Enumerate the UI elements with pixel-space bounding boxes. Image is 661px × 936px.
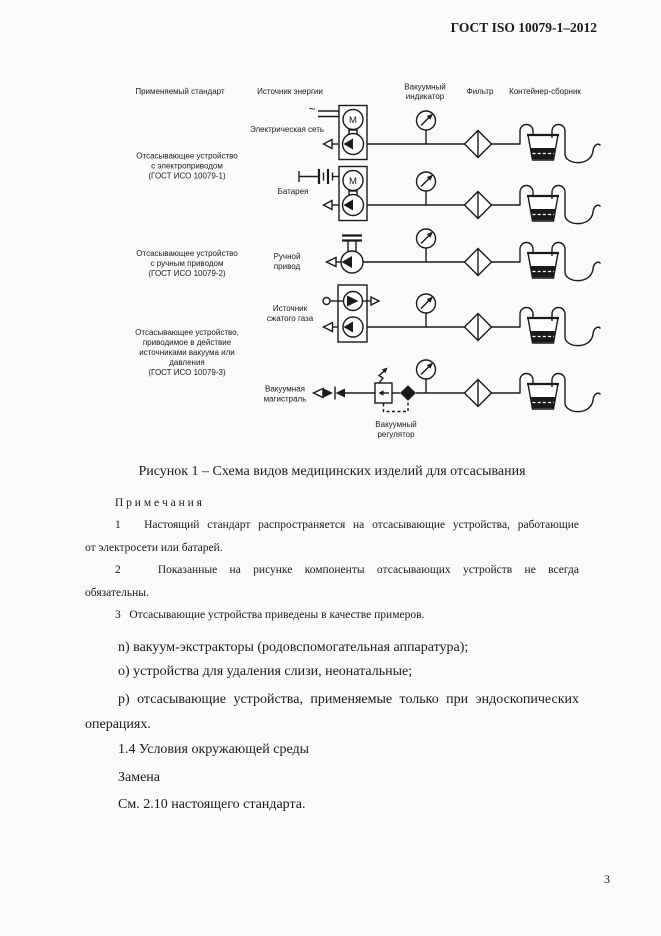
standard-manual-line2: с ручным приводом: [151, 259, 224, 268]
row-battery: Батарея: [278, 165, 602, 225]
doc-number: ГОСТ ISO 10079-1–2012: [450, 20, 597, 35]
label-electric-mains: Электрическая сеть: [250, 125, 324, 134]
page-number: 3: [604, 872, 610, 886]
row-compressed-gas: Источник сжатого газа: [267, 284, 602, 347]
figure-diagram: M Применяемый стандарт Источник энергии …: [135, 83, 602, 439]
section-heading-1-4: 1.4 Условия окружающей среды: [118, 742, 310, 757]
standard-electric-line2: с электроприводом: [151, 162, 223, 171]
standard-gas-line5: (ГОСТ ИСО 10079-3): [148, 368, 226, 377]
list-item-p-line-1: р) отсасывающие устройства, применяемые …: [118, 692, 579, 707]
label-vacuum-line-2: магистраль: [264, 395, 307, 404]
label-gas-source-2: сжатого газа: [267, 314, 314, 323]
label-manual-drive-2: привод: [274, 262, 301, 271]
row-electric-mains: ~ Электрическая сеть: [250, 102, 602, 164]
label-manual-drive-1: Ручной: [274, 252, 301, 261]
standard-manual-line1: Отсасывающее устройство: [136, 249, 238, 258]
column-header-filter: Фильтр: [467, 87, 494, 96]
standard-label-manual: Отсасывающее устройство с ручным приводо…: [136, 249, 238, 278]
see-reference: См. 2.10 настоящего стандарта.: [118, 797, 306, 812]
label-battery: Батарея: [278, 187, 309, 196]
column-headers: Применяемый стандарт Источник энергии Ва…: [135, 83, 581, 102]
column-header-vacuum-indicator-2: индикатор: [406, 92, 445, 101]
figure-caption: Рисунок 1 – Схема видов медицинских изде…: [138, 464, 526, 479]
label-vacuum-line-1: Вакуумная: [265, 385, 305, 394]
replace-label: Замена: [118, 770, 161, 785]
column-header-standard: Применяемый стандарт: [135, 87, 225, 96]
note-1-line-1: 1 Настоящий стандарт распространяется на…: [115, 519, 579, 531]
standard-gas-line2: приводимое в действие: [143, 338, 232, 347]
ac-symbol: ~: [308, 102, 315, 116]
column-header-container: Контейнер-сборник: [509, 87, 581, 96]
standard-electric-line1: Отсасывающее устройство: [136, 152, 238, 161]
column-header-vacuum-indicator-1: Вакуумный: [404, 83, 445, 92]
standard-manual-line3: (ГОСТ ИСО 10079-2): [148, 269, 226, 278]
note-1-line-2: от электросети или батарей.: [85, 542, 223, 554]
note-2-line-1: 2 Показанные на рисунке компоненты отсас…: [115, 564, 579, 576]
row-vacuum-line: Вакуумная магистраль Вакуумный регулятор: [264, 359, 602, 439]
standard-label-electric: Отсасывающее устройство с электроприводо…: [136, 152, 238, 181]
label-gas-source-1: Источник: [273, 304, 308, 313]
column-header-energy: Источник энергии: [257, 87, 323, 96]
label-vacuum-regulator-2: регулятор: [377, 430, 415, 439]
standard-gas-line4: давления: [169, 358, 205, 367]
list-item-n: n) вакуум-экстракторы (родовспомогательн…: [118, 640, 469, 655]
label-vacuum-regulator-1: Вакуумный: [375, 420, 416, 429]
note-2-line-2: обязательны.: [85, 587, 149, 599]
note-3: 3 Отсасывающие устройства приведены в ка…: [115, 609, 425, 621]
list-item-p-line-2: операциях.: [85, 717, 151, 732]
standard-gas-line3: источниками вакуума или: [139, 348, 235, 357]
standard-gas-line1: Отсасывающее устройство,: [135, 328, 239, 337]
list-item-o: о) устройства для удаления слизи, неонат…: [118, 664, 413, 679]
notes-heading: П р и м е ч а н и я: [115, 497, 202, 509]
row-manual-drive: Ручной привод: [274, 228, 602, 282]
standard-label-gas: Отсасывающее устройство, приводимое в де…: [135, 328, 239, 377]
standard-electric-line3: (ГОСТ ИСО 10079-1): [148, 172, 226, 181]
